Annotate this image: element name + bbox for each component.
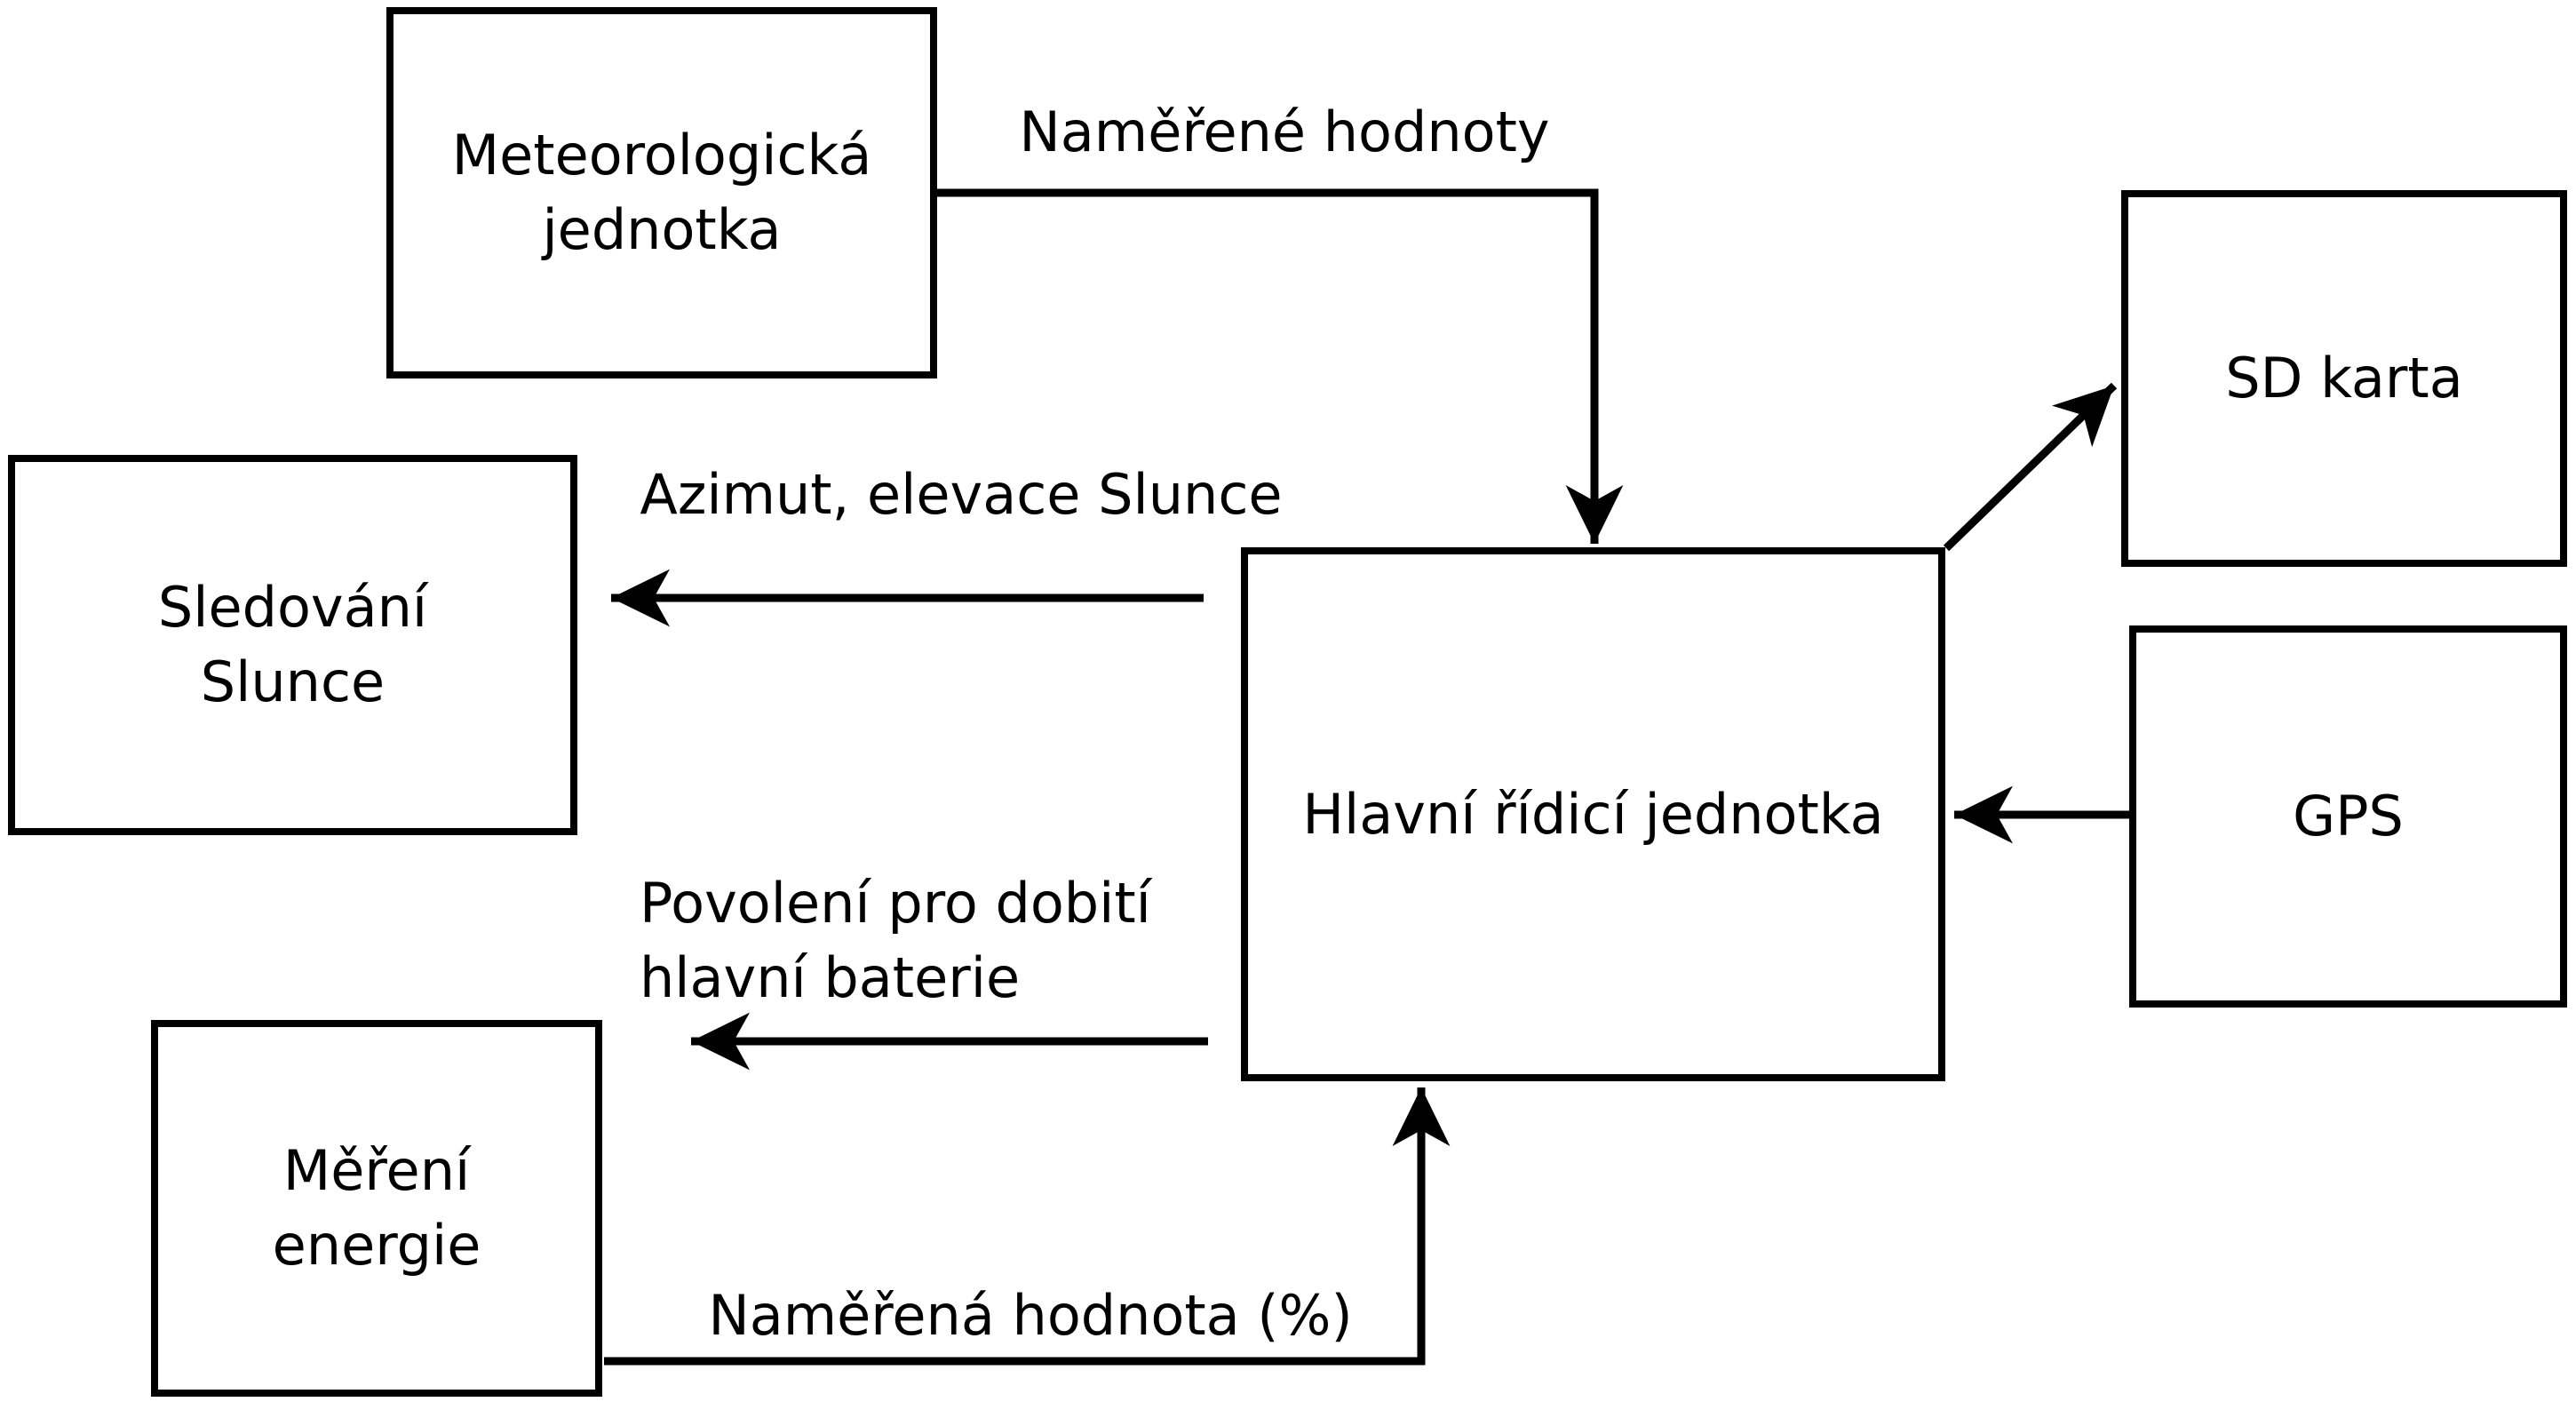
node-label: Měření — [282, 1138, 471, 1203]
edge-meteo-to-hlavni — [937, 188, 1624, 544]
node-label: Hlavní řídicí jednotka — [1302, 781, 1884, 847]
node-mereni-energie: Měření energie — [151, 1020, 602, 1397]
node-label: Sledování — [157, 575, 428, 640]
node-label: Meteorologická — [451, 123, 872, 187]
node-label: SD karta — [2225, 346, 2463, 410]
node-sledovani-slunce: Sledování Slunce — [8, 455, 577, 835]
edge-label-namerene-hodnoty: Naměřené hodnoty — [1019, 100, 1550, 164]
edge-label-azimut-elevace-slunce: Azimut, elevace Slunce — [640, 462, 1283, 527]
node-sd-karta: SD karta — [2121, 190, 2567, 567]
edge-label-line: Povolení pro dobití — [640, 871, 1151, 936]
node-label: GPS — [2293, 784, 2404, 848]
edge-mereni-to-hlavni — [604, 1087, 1451, 1366]
edge-label-namerena-hodnota: Naměřená hodnota (%) — [708, 1283, 1353, 1348]
edge-label-line: hlavní baterie — [640, 945, 1021, 1010]
edge-label-povoleni-pro-dobiti: Povolení pro dobití hlavní baterie — [640, 866, 1151, 1016]
node-meteorologicka-jednotka: Meteorologická jednotka — [386, 7, 937, 378]
node-hlavni-ridici-jednotka: Hlavní řídicí jednotka — [1241, 547, 1945, 1081]
node-label: jednotka — [542, 197, 782, 262]
node-gps: GPS — [2129, 625, 2567, 1008]
node-label: Slunce — [200, 649, 386, 714]
node-label: energie — [272, 1213, 481, 1278]
edge-hlavni-to-sd — [1943, 382, 2118, 552]
